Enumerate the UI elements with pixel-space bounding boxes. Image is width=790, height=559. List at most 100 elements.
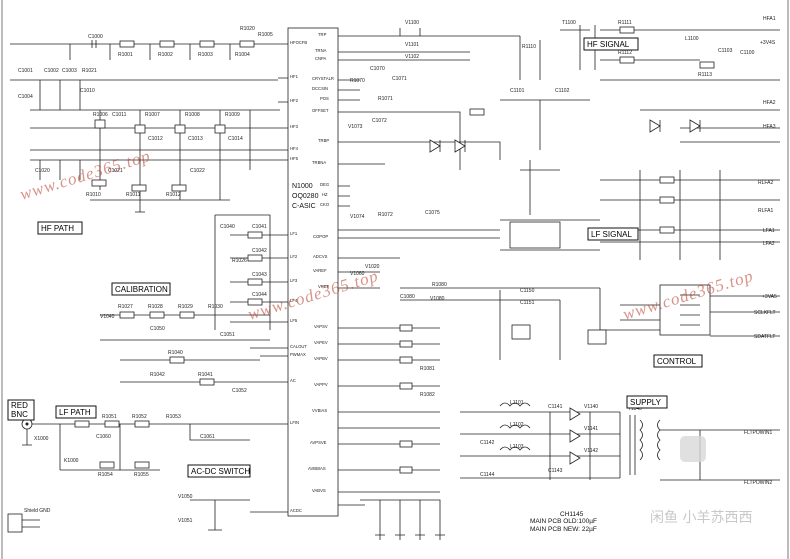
c1042-symbol xyxy=(247,254,263,262)
out-3va5: +3VA5 xyxy=(762,294,777,300)
section-label-supply: SUPPLY xyxy=(626,395,668,409)
label-l1103: L1103 xyxy=(510,444,524,450)
pin-varef: VAREF xyxy=(313,268,327,273)
pin-hf3: HF3 xyxy=(290,124,299,129)
label-v1040: V1040 xyxy=(100,314,115,320)
label-v1101: V1101 xyxy=(405,42,419,48)
r1041-symbol xyxy=(199,378,215,386)
section-label-lf-signal: LF SIGNAL xyxy=(587,227,639,241)
chip-pins-right: TRP TRNA CNPA CRYSTALR DCCSIN POS OFFSET… xyxy=(308,32,334,493)
pin-offset: OFFSET xyxy=(312,108,329,113)
pin-trbna: TRBNA xyxy=(312,160,326,165)
out-lfa1: LFA1 xyxy=(763,228,775,234)
diode-v1105 xyxy=(429,139,441,153)
label-r1071: R1071 xyxy=(378,96,393,102)
r1020-symbol xyxy=(239,40,255,48)
svg-text:CALIBRATION: CALIBRATION xyxy=(115,285,168,294)
pin-lfin: LFIN xyxy=(290,420,299,425)
out-hfa2: HFA2 xyxy=(763,100,776,106)
inductor-l1102 xyxy=(499,424,531,429)
label-c1060: C1060 xyxy=(96,434,111,440)
label-r1112: R1112 xyxy=(618,50,632,56)
label-r1028: R1028 xyxy=(148,304,163,310)
label-r1030: R1030 xyxy=(208,304,223,310)
r1112-symbol xyxy=(619,56,635,64)
label-r1009: R1009 xyxy=(225,112,240,118)
label-v1141: V1141 xyxy=(584,426,598,432)
label-c1021: C1021 xyxy=(108,168,123,174)
pin-vapsv: VAPSV xyxy=(314,324,328,329)
inductor-l1101 xyxy=(499,402,531,407)
supply-note-ref: CH1145 xyxy=(560,511,584,518)
label-c1141: C1141 xyxy=(548,404,563,410)
svg-text:LF PATH: LF PATH xyxy=(59,408,91,417)
diode-v1142 xyxy=(569,451,581,465)
label-c1042: C1042 xyxy=(252,248,267,254)
section-label-hf-path: HF PATH xyxy=(37,221,83,235)
r1029-symbol xyxy=(179,311,195,319)
c1012-symbol xyxy=(134,124,146,134)
label-v1074: V1074 xyxy=(350,214,365,220)
out-rlfa2: RLFA2 xyxy=(758,180,774,186)
pin-vapev: VAPEV xyxy=(314,340,328,345)
label-t1140: T1140 xyxy=(628,406,642,412)
c1013-symbol xyxy=(174,124,186,134)
out-lfa2: LFA2 xyxy=(763,241,775,247)
r1113-symbol xyxy=(699,61,715,69)
label-c1061: C1061 xyxy=(200,434,215,440)
label-r1055: R1055 xyxy=(134,472,149,478)
r1050-symbol xyxy=(74,420,90,428)
c1044-symbol xyxy=(247,298,263,306)
label-v1080: V1080 xyxy=(430,296,445,302)
chip-supply-rails: V1020 C1070 C1071 R1070 R1071 C1072 V107… xyxy=(348,66,447,540)
section-label-lf-path: LF PATH xyxy=(55,405,97,419)
hf-input-chain: C1000 R1001 R1002 R1003 R1004 R1005 R102… xyxy=(10,26,273,60)
label-r1070: R1070 xyxy=(350,78,365,84)
asic-chip-body xyxy=(287,27,339,517)
label-c1002: C1002 xyxy=(44,68,59,74)
label-c1100: C1100 xyxy=(740,50,755,56)
r1028-symbol xyxy=(149,311,165,319)
shield-gnd: Shield GND xyxy=(7,508,51,533)
svg-text:HF SIGNAL: HF SIGNAL xyxy=(587,40,630,49)
r1051-symbol xyxy=(104,420,120,428)
out-rlfa1: RLFA1 xyxy=(758,208,774,214)
pin-vabvs: VABVS xyxy=(312,488,326,493)
diode-v1103 xyxy=(649,119,661,133)
label-c1080: C1080 xyxy=(400,294,415,300)
svg-text:HF PATH: HF PATH xyxy=(41,224,74,233)
label-r1040: R1040 xyxy=(168,350,183,356)
logo-text: 闲鱼 小羊苏西西 xyxy=(650,509,752,526)
pin-hfocfb: HFOCFB xyxy=(290,40,307,45)
section-label-control: CONTROL xyxy=(653,354,703,368)
label-c1052: C1052 xyxy=(232,388,247,394)
label-v1073: V1073 xyxy=(348,124,363,130)
pin-hf1: HF1 xyxy=(290,74,299,79)
watermarks: www.code365.top www.code365.top www.code… xyxy=(18,146,756,324)
label-c1020: C1020 xyxy=(35,168,50,174)
pin-acdc: ACDC xyxy=(290,508,302,513)
chip-line-3: C-ASIC xyxy=(292,203,316,210)
pin-lf5: LF5 xyxy=(290,318,298,323)
svg-text:RED: RED xyxy=(11,401,28,410)
label-r1003: R1003 xyxy=(198,52,213,58)
label-c1102: C1102 xyxy=(555,88,570,94)
label-r1053: R1053 xyxy=(166,414,181,420)
label-r1007: R1007 xyxy=(145,112,160,118)
pin-hf2: HF2 xyxy=(290,98,299,103)
pin-cnpa: CNPA xyxy=(315,56,327,61)
r1003-symbol xyxy=(159,40,175,48)
label-c1000: C1000 xyxy=(88,34,103,40)
r1131-symbol xyxy=(659,196,675,204)
label-x1000: X1000 xyxy=(34,436,49,442)
label-l1102: L1102 xyxy=(510,422,524,428)
r1040-symbol xyxy=(169,356,185,364)
label-r1041: R1041 xyxy=(198,372,213,378)
control-fet-a xyxy=(511,324,531,340)
label-r1026: R1026 xyxy=(232,258,247,264)
r1052-symbol xyxy=(134,420,150,428)
label-c1022: C1022 xyxy=(190,168,205,174)
transformer-t1140 xyxy=(639,419,643,461)
r1111-symbol xyxy=(619,26,635,34)
